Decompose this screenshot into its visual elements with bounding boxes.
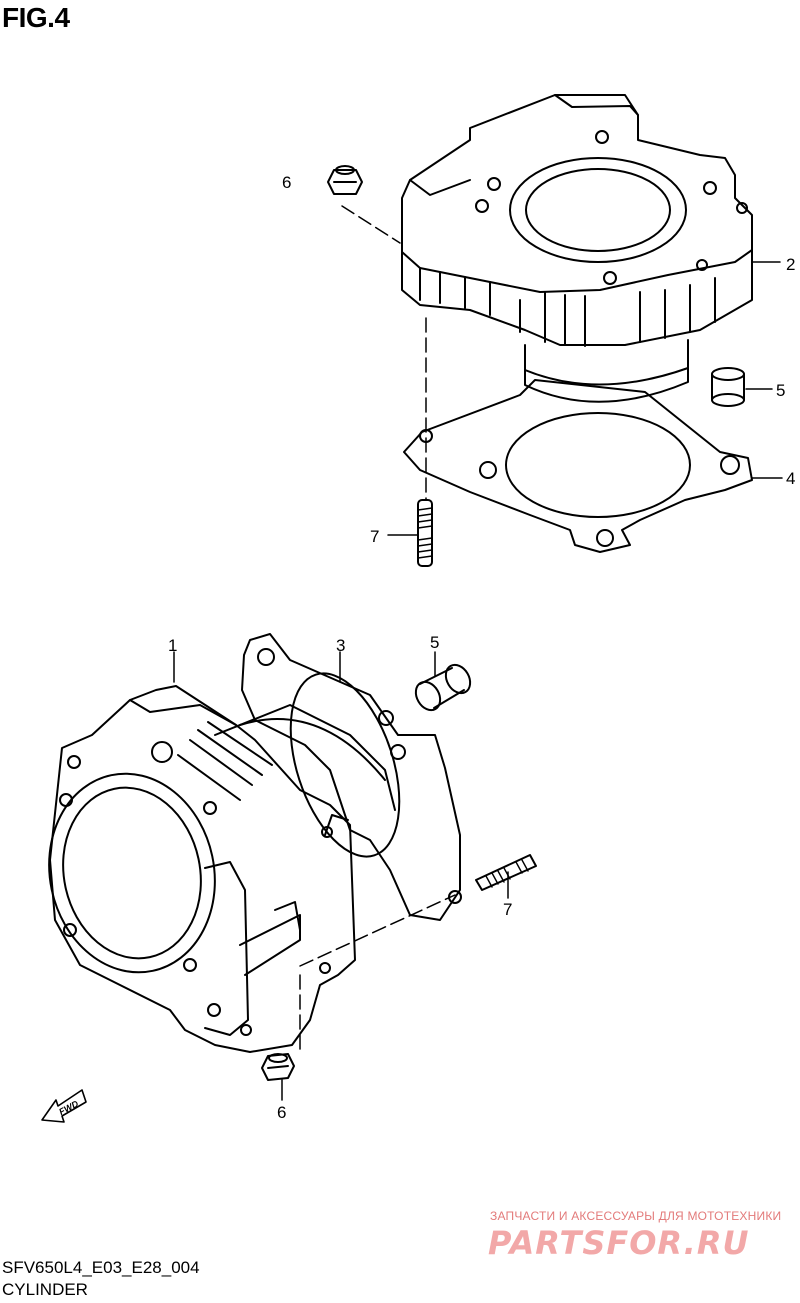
gasket-part-3 (241, 633, 462, 921)
watermark-tagline: ЗАПЧАСТИ И АКСЕССУАРЫ ДЛЯ МОТОТЕХНИКИ (490, 1209, 782, 1223)
callout-5-top: 5 (776, 381, 785, 400)
leader-6-top (341, 205, 401, 244)
callout-4: 4 (786, 469, 795, 488)
callout-1: 1 (168, 636, 177, 655)
gasket-part-4 (403, 379, 753, 553)
callout-2: 2 (786, 255, 795, 274)
callout-5-bottom: 5 (430, 633, 439, 652)
callout-7-top: 7 (370, 527, 379, 546)
watermark-brand-logo: PARTSFOR.RU (488, 1224, 750, 1262)
callout-7-bottom: 7 (503, 900, 512, 919)
nut-top (327, 165, 363, 195)
callout-3: 3 (336, 636, 345, 655)
dowel-top (711, 367, 745, 407)
dowel-bottom (414, 663, 472, 712)
callout-6-top: 6 (282, 173, 291, 192)
fwd-arrow-icon (41, 1089, 87, 1123)
drawing-name: CYLINDER (2, 1280, 88, 1299)
callout-6-bottom: 6 (277, 1103, 286, 1122)
drawing-code: SFV650L4_E03_E28_004 (2, 1258, 200, 1277)
cylinder-part-1 (48, 685, 396, 1053)
stud-bottom (475, 854, 537, 891)
figure-title: FIG.4 (2, 2, 70, 33)
cylinder-part-2 (401, 94, 753, 403)
stud-top (417, 499, 433, 567)
nut-bottom (261, 1053, 295, 1081)
